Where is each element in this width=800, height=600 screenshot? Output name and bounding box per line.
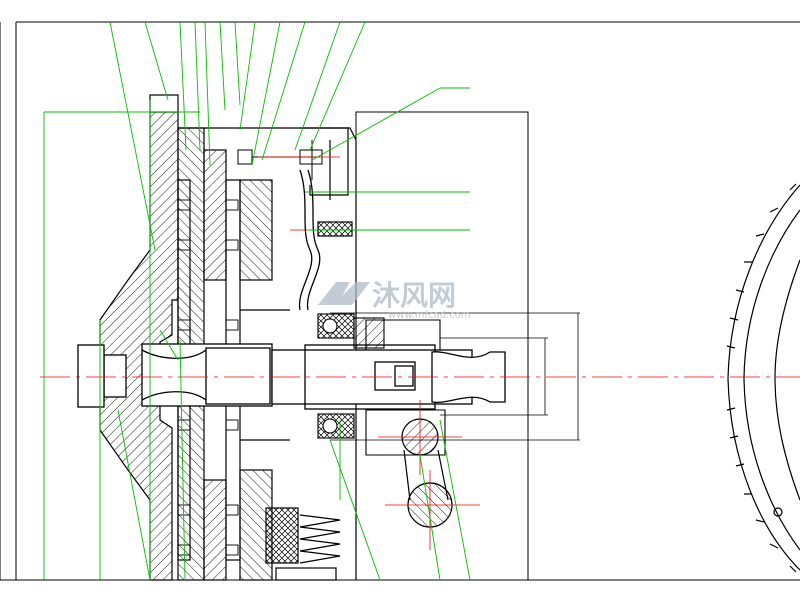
watermark-text: 沐风网 <box>372 279 456 312</box>
ring-gear <box>726 183 800 573</box>
clutch-housing <box>99 94 273 581</box>
mf-logo-icon <box>318 282 370 305</box>
leader-lines <box>43 21 471 581</box>
input-shaft <box>77 343 506 410</box>
release-bearing <box>317 313 446 456</box>
diaphragm-spring <box>298 169 321 311</box>
watermark: 沐风网 www.mfcad.com <box>318 279 471 321</box>
dimension-lines <box>77 312 580 441</box>
coil-spring <box>265 507 341 581</box>
watermark-url: www.mfcad.com <box>388 310 471 321</box>
